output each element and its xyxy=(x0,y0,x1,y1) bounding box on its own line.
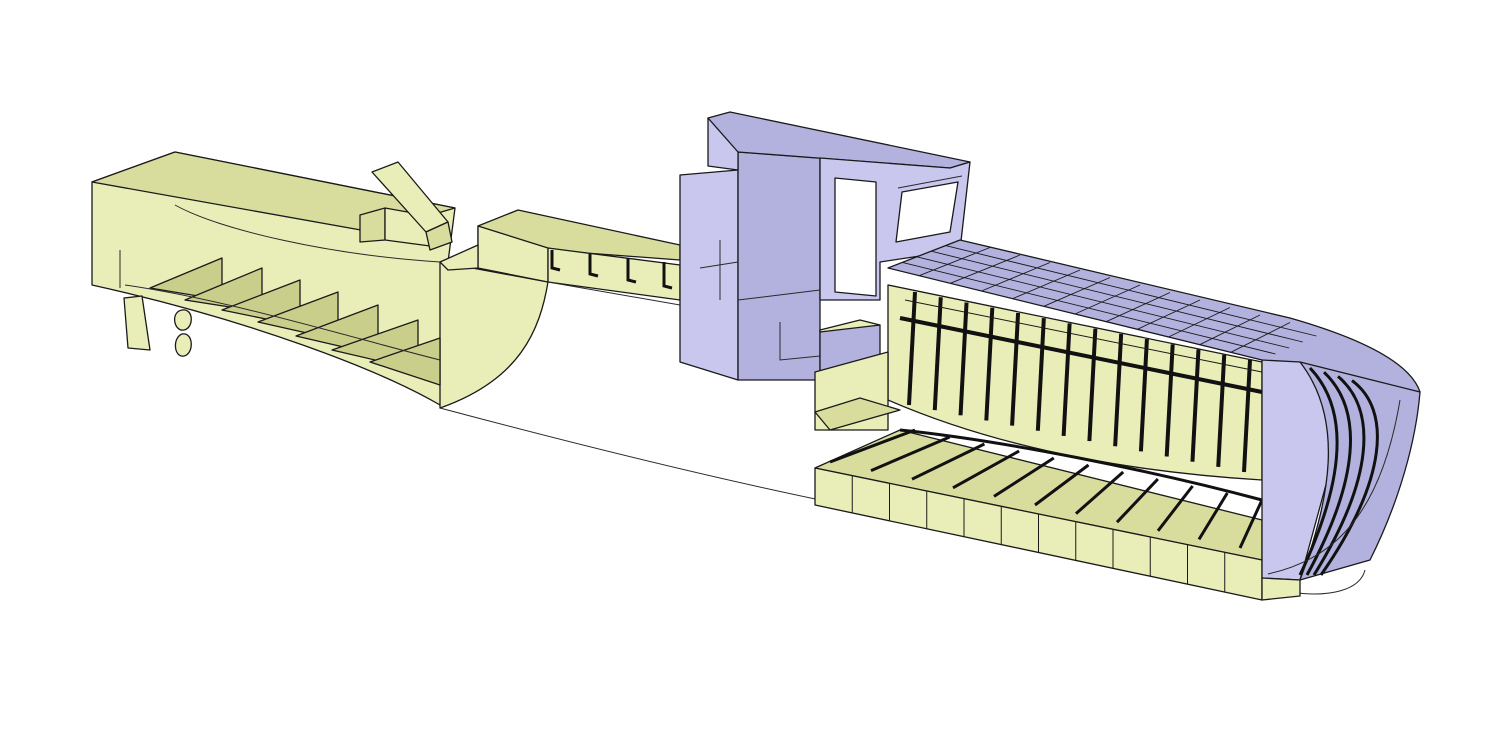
deck-grid-line xyxy=(931,250,1303,343)
bow-frame xyxy=(1312,375,1366,576)
side-frame xyxy=(1087,328,1098,442)
side-frame xyxy=(932,297,943,411)
aft-bulkhead xyxy=(439,261,549,409)
bow-frames xyxy=(1298,366,1379,576)
deck-grid-line xyxy=(1043,277,1111,307)
side-stringer xyxy=(899,316,1263,394)
side-frame xyxy=(1190,349,1201,462)
side-frame xyxy=(1216,354,1227,467)
superstructure xyxy=(679,111,971,381)
bottom-floor xyxy=(993,456,1055,498)
bottom-cells xyxy=(851,475,1226,593)
bottom-floor xyxy=(952,449,1020,490)
side-frame xyxy=(1113,333,1124,447)
propeller-blade-lower xyxy=(174,333,192,357)
bottom-floor xyxy=(1197,492,1229,541)
bridge-window xyxy=(895,181,959,243)
bottom-floor xyxy=(1075,470,1125,515)
side-frame xyxy=(958,302,969,416)
deck-grid-line xyxy=(950,254,1021,284)
bottom-floor xyxy=(1238,499,1264,549)
side-frame xyxy=(984,307,995,421)
bottom-floor xyxy=(829,428,916,464)
forward-deck-plate xyxy=(887,239,1421,393)
side-frame xyxy=(1164,344,1175,457)
deck-grid-line xyxy=(919,247,991,277)
side-frame xyxy=(1138,338,1149,452)
bottom-floor xyxy=(1115,477,1159,524)
deck-grid-line xyxy=(916,256,1290,349)
deck-grid-line xyxy=(902,261,1276,355)
side-frame xyxy=(907,291,917,406)
rudder-and-propeller xyxy=(123,295,192,357)
aft-deck-plate xyxy=(91,151,456,233)
deck-grid-line xyxy=(1012,269,1081,300)
house-port-face xyxy=(679,169,739,381)
deck-grid-line xyxy=(945,245,1317,337)
bottom-girder xyxy=(899,428,1263,502)
bottom-floor xyxy=(911,442,986,481)
bottom-floor xyxy=(1156,485,1194,532)
wheelhouse-window xyxy=(834,177,877,297)
side-frames xyxy=(899,291,1263,473)
bow-frame xyxy=(1305,371,1352,576)
bottom-floor xyxy=(1034,463,1090,507)
bow-frame xyxy=(1298,366,1339,576)
deck-grid-line xyxy=(981,262,1051,292)
bottom-floor xyxy=(870,435,951,472)
side-stringer xyxy=(904,299,1263,373)
side-frame xyxy=(1061,323,1072,437)
deck-grid-line xyxy=(1074,284,1141,315)
side-frame xyxy=(1242,359,1252,473)
rudder xyxy=(123,295,151,351)
bow-frame xyxy=(1319,379,1379,576)
aft-hull-block xyxy=(91,151,549,409)
house-front-face xyxy=(737,151,821,381)
side-frame xyxy=(1010,312,1021,426)
midship-block xyxy=(439,209,681,306)
deck-plate-grid xyxy=(902,245,1317,355)
forward-hull-block xyxy=(814,239,1421,601)
side-frame xyxy=(1035,318,1046,431)
propeller-blade-upper xyxy=(174,309,192,331)
bottom-floors xyxy=(829,428,1264,549)
